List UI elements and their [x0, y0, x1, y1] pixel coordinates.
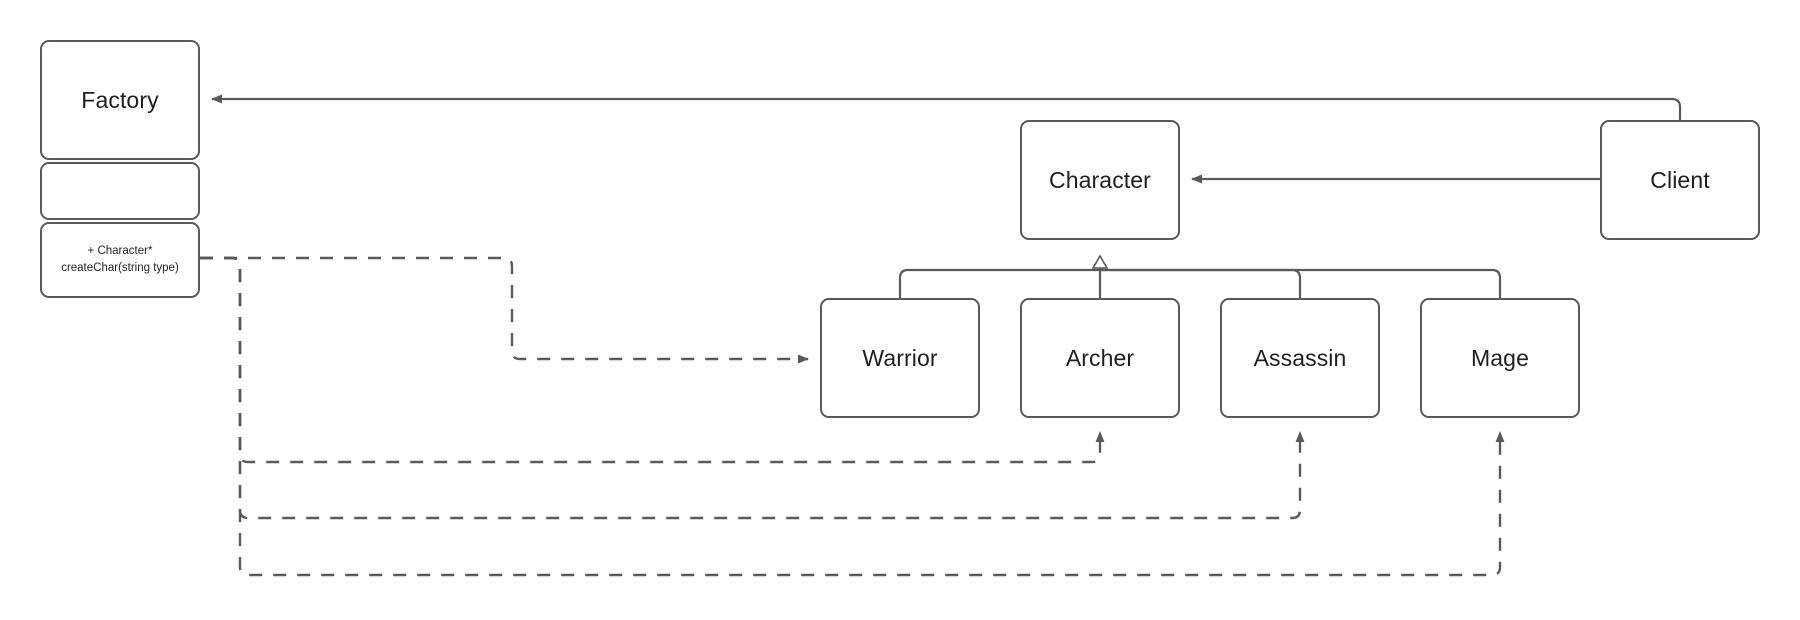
class-name-character: Character	[1049, 166, 1151, 193]
edge-client-to-factory	[211, 94, 1682, 120]
class-compartment-factory-operations[interactable]: + Character* createChar(string type)	[40, 222, 200, 298]
edge-mage-to-character	[1100, 268, 1502, 298]
class-node-mage[interactable]: Mage	[1420, 298, 1580, 418]
class-node-archer[interactable]: Archer	[1020, 298, 1180, 418]
class-node-assassin[interactable]: Assassin	[1220, 298, 1380, 418]
class-name-client: Client	[1650, 166, 1710, 193]
class-node-client[interactable]: Client	[1600, 120, 1760, 240]
class-compartment-factory-attributes[interactable]	[40, 162, 200, 220]
class-name-warrior: Warrior	[862, 344, 938, 371]
class-name-archer: Archer	[1065, 344, 1135, 371]
class-operations-factory: + Character* createChar(string type)	[61, 245, 179, 274]
class-name-assassin: Assassin	[1253, 344, 1347, 371]
edge-assassin-to-character	[1100, 268, 1302, 298]
edge-factory-to-warrior	[200, 256, 809, 364]
class-name-mage: Mage	[1471, 344, 1529, 371]
class-name-factory: Factory	[81, 86, 159, 113]
edge-warrior-to-character	[898, 268, 1100, 298]
class-node-warrior[interactable]: Warrior	[820, 298, 980, 418]
edge-factory-to-assassin	[200, 256, 1305, 520]
class-node-character[interactable]: Character	[1020, 120, 1180, 240]
edge-factory-to-mage	[200, 256, 1505, 577]
class-node-factory[interactable]: Factory	[40, 40, 200, 160]
